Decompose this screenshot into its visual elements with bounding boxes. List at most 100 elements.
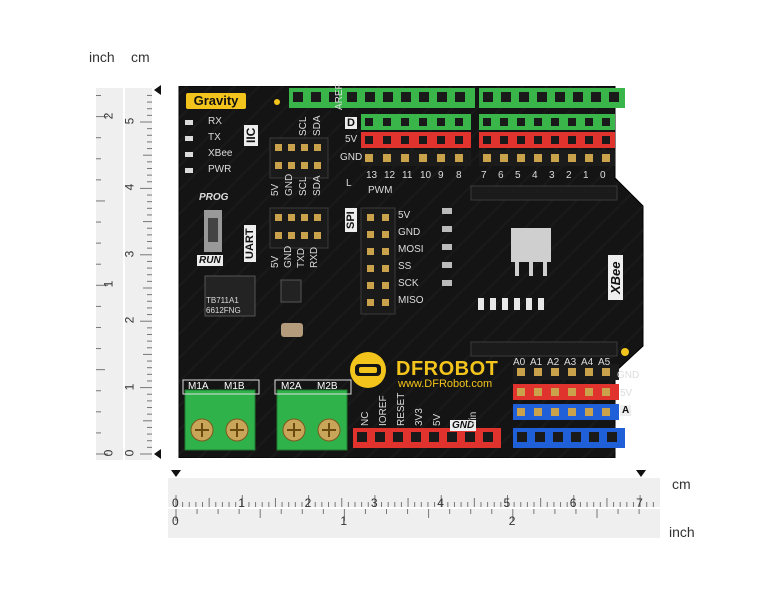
hruler-cm-label: 4 xyxy=(437,496,444,510)
blue-hole xyxy=(535,432,545,442)
digital-row xyxy=(479,114,615,130)
header-pin xyxy=(534,154,542,162)
iic-label: IIC xyxy=(244,124,258,146)
digital-pin-label: 5 xyxy=(515,170,521,181)
header-pin xyxy=(602,118,610,126)
hruler-inch-label: 1 xyxy=(340,514,348,528)
power-hole xyxy=(447,432,457,442)
vertical-ruler xyxy=(96,88,152,460)
digital-row xyxy=(361,132,471,148)
uart-pin-label: GND xyxy=(283,245,294,268)
iic-pin xyxy=(275,144,282,151)
uart-pin xyxy=(301,232,308,239)
analog-pin xyxy=(602,408,610,416)
header-hole xyxy=(555,92,565,102)
spi-pin xyxy=(382,231,389,238)
led-label: XBee xyxy=(208,148,233,159)
blue-hole xyxy=(553,432,563,442)
brand-logo: DFROBOT xyxy=(396,358,499,380)
header-hole xyxy=(573,92,583,102)
uart-pin xyxy=(314,214,321,221)
header-hole xyxy=(329,92,339,102)
digital-pin-label: 4 xyxy=(532,170,538,181)
header-hole xyxy=(347,92,357,102)
analog-a-label: A xyxy=(620,405,632,416)
analog-pin-label: A5 xyxy=(598,357,611,368)
power-pin-label: Vin xyxy=(468,411,479,426)
power-pin-label: IOREF xyxy=(378,395,389,426)
header-pin xyxy=(365,154,373,162)
digital-pin-label: 9 xyxy=(438,170,444,181)
digital-pin-label: 10 xyxy=(420,170,432,181)
header-pin xyxy=(568,136,576,144)
l-led-label: L xyxy=(346,178,352,189)
header-pin xyxy=(483,136,491,144)
header-hole xyxy=(293,92,303,102)
motor-right-label: M2A xyxy=(281,381,302,392)
cm-label-top: cm xyxy=(131,49,150,65)
header-hole xyxy=(383,92,393,102)
analog-pin-label: A0 xyxy=(513,357,526,368)
hruler-cm-label: 2 xyxy=(304,496,312,510)
header-pin xyxy=(551,118,559,126)
analog-pin-label: A3 xyxy=(564,357,577,368)
iic-pin xyxy=(288,144,295,151)
row-gnd-label: GND xyxy=(340,152,363,163)
header-pin xyxy=(401,118,409,126)
iic-bottom-pin-label: SDA xyxy=(312,175,323,196)
spi-pin xyxy=(382,248,389,255)
header-pin xyxy=(383,118,391,126)
analog-gnd-label: GND xyxy=(617,370,640,381)
digital-pin-label: 6 xyxy=(498,170,504,181)
header-pin xyxy=(455,118,463,126)
vruler-cm-label: 0 xyxy=(122,449,137,457)
header-pin xyxy=(551,154,559,162)
vruler-inch-label: 0 xyxy=(101,449,116,457)
iic-pin xyxy=(314,162,321,169)
header-hole xyxy=(501,92,511,102)
header-pin xyxy=(483,154,491,162)
header-pin xyxy=(500,118,508,126)
spi-label: SPI xyxy=(345,208,357,232)
digital-row xyxy=(361,150,471,166)
motor-left-label: M1A xyxy=(188,381,209,392)
uart-pin-label: TXD xyxy=(296,248,307,268)
spi-pin-label: SS xyxy=(398,261,412,272)
digital-row xyxy=(479,132,615,148)
spi-pin xyxy=(382,265,389,272)
digital-row xyxy=(361,114,471,130)
uart-pin xyxy=(288,214,295,221)
chip-text-line-2: 6612FNG xyxy=(206,306,241,315)
header-pin xyxy=(500,154,508,162)
run-label: RUN xyxy=(197,255,223,266)
cm-label-bottom: cm xyxy=(672,476,691,492)
header-pin xyxy=(365,136,373,144)
d-label: D xyxy=(345,117,357,129)
analog-pin xyxy=(534,388,542,396)
digital-row xyxy=(479,150,615,166)
header-pin xyxy=(585,136,593,144)
hruler-cm-label: 0 xyxy=(172,496,179,510)
motor-left-label: M1B xyxy=(224,381,245,392)
digital-pin-label: 0 xyxy=(600,170,606,181)
power-pin-label: 5V xyxy=(432,413,443,426)
prog-label: PROG xyxy=(199,192,229,203)
analog-pin xyxy=(602,388,610,396)
power-pin-label: 3V3 xyxy=(414,408,425,426)
vruler-inch-label: 1 xyxy=(101,280,116,288)
header-hole xyxy=(311,92,321,102)
header-pin xyxy=(500,136,508,144)
power-pin-label: RESET xyxy=(396,392,407,426)
analog-pin xyxy=(585,408,593,416)
vruler-cm-label: 4 xyxy=(122,184,137,191)
gravity-badge: Gravity xyxy=(186,93,246,109)
header-pin xyxy=(568,118,576,126)
header-pin xyxy=(419,136,427,144)
power-hole xyxy=(375,432,385,442)
spi-pin xyxy=(382,214,389,221)
header-pin xyxy=(455,136,463,144)
analog-pin xyxy=(568,408,576,416)
header-hole xyxy=(365,92,375,102)
header-hole xyxy=(437,92,447,102)
inch-label-top: inch xyxy=(89,49,115,65)
